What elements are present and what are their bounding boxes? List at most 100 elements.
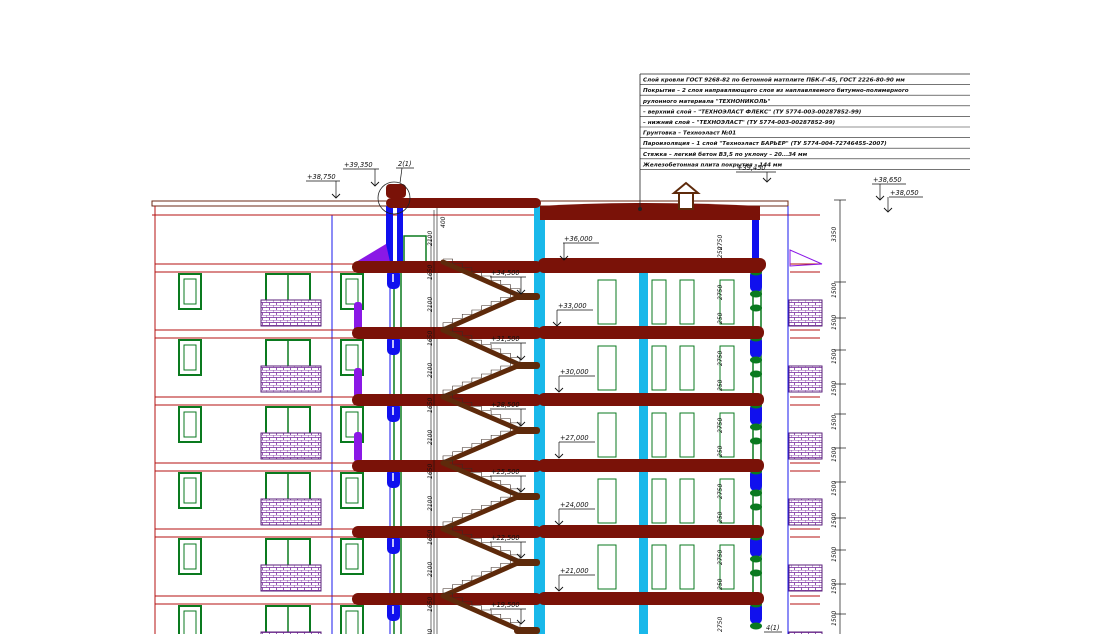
spec-table-line: Стяжка – легкий бетон В3,5 по уклону – 2… [643, 151, 808, 158]
elevation-mark-label: +33,000 [558, 302, 587, 310]
facade-window-left-inner [183, 477, 197, 504]
elevation-mark-arrow [516, 619, 526, 625]
interior-door [597, 412, 617, 458]
column-node-right [750, 469, 762, 491]
elevation-mark-arrow [883, 207, 893, 213]
interior-door [679, 544, 695, 590]
elevation-mark-arrow [516, 487, 526, 493]
right-balcony-railing [788, 631, 823, 634]
elevation-mark-arrow [516, 421, 526, 427]
stair-steps [443, 459, 521, 493]
dimension-label-right: 1500 [831, 547, 838, 562]
stair-flight [440, 327, 523, 368]
facade-window-right [340, 472, 364, 509]
elevation-mark-label: +30,000 [560, 368, 589, 376]
stair-steps [442, 426, 520, 460]
spec-table-line: Покрытие – 2 слоя направляющего слоя из … [643, 87, 909, 94]
annotations-layer: Слой кровли ГОСТ 9268-82 по бетонной мат… [306, 73, 970, 634]
balcony-railing [260, 432, 322, 460]
dimension-label-inner-slab: 250 [717, 312, 724, 324]
dimension-label-left-slab: 1650 [427, 597, 434, 612]
elevation-mark-arrow [875, 195, 885, 201]
right-balcony-railing [788, 299, 823, 327]
elevation-mark-label: +19,500 [491, 601, 520, 609]
dimension-label-left-slab: 1650 [427, 530, 434, 545]
column-beads-right [750, 569, 762, 577]
interior-door [651, 345, 667, 391]
facade-window-left [178, 472, 202, 509]
purple-fascia [354, 368, 362, 398]
dimension-label-inner-slab: 250 [717, 511, 724, 523]
dimension-label-right: 1500 [831, 447, 838, 462]
dimension-label-right: 1500 [831, 579, 838, 594]
floor-slab-top [538, 258, 766, 271]
elevation-mark-label: +38,750 [307, 173, 336, 181]
structure-layer [151, 181, 823, 634]
elevation-mark-arrow [554, 453, 564, 459]
column-beads-right [750, 555, 762, 563]
dimension-label-inner-clear: 2750 [717, 418, 724, 433]
facade-window-right-inner [345, 543, 359, 570]
roof-vent-cap [671, 181, 701, 194]
column-node-right [750, 336, 762, 358]
column-beads-right [750, 370, 762, 378]
dimension-label-left-slab: 1650 [427, 331, 434, 346]
dimension-label-inner-top: 2750 [717, 235, 724, 250]
interior-door [679, 478, 695, 524]
stair-steps [443, 525, 521, 559]
column-cyan-inner [639, 264, 648, 634]
elevation-mark-arrow [554, 387, 564, 393]
elevation-mark-label: +22,500 [491, 534, 520, 542]
column-node-right [750, 602, 762, 624]
interior-door [651, 412, 667, 458]
stair-flight [440, 427, 523, 466]
stair-steps [443, 326, 521, 362]
elevation-mark-label: +38,650 [873, 176, 902, 184]
balcony-railing [260, 631, 322, 634]
dimension-label-left-slab: 1650 [427, 265, 434, 280]
stair-flight [440, 493, 523, 532]
dimension-label-roof: 3350 [831, 227, 838, 242]
purple-fascia [354, 302, 362, 332]
balcony-railing [260, 498, 322, 526]
facade-window-left [178, 538, 202, 575]
dimension-label-inner-clear: 2750 [717, 351, 724, 366]
stair-flight [440, 559, 523, 599]
dimension-label-right: 1500 [831, 349, 838, 364]
interior-door [597, 345, 617, 391]
facade-window-right [340, 605, 364, 634]
column-blue-right-top [752, 206, 759, 262]
dimension-label-inner-slab: 250 [717, 445, 724, 457]
stair-steps [443, 258, 521, 293]
roof-vent-body [678, 192, 694, 210]
dimension-label-top-clear: 2100 [427, 231, 434, 246]
elevation-mark-arrow [331, 193, 341, 199]
facade-window-right-inner [345, 344, 359, 371]
stair-flight [440, 293, 523, 333]
elevation-mark-label: +27,000 [560, 434, 589, 442]
stair-steps [442, 558, 520, 593]
spec-table-line: Пароизоляция – 1 слой "Техноэласт БАРЬЕР… [643, 141, 887, 147]
node-callout-leader [399, 167, 403, 184]
column-beads-right [750, 489, 762, 497]
stair-steps [443, 592, 521, 627]
node-callout-label: 4(1) [766, 624, 780, 632]
interior-door [597, 279, 617, 325]
dimension-label-left-clear: 2100 [427, 297, 434, 312]
elevation-mark-label: +39,450 [737, 164, 766, 172]
elevation-mark-arrow [552, 321, 562, 327]
column-beads-right [750, 437, 762, 445]
elevation-mark-label: +36,000 [564, 235, 593, 243]
facade-window-right [340, 339, 364, 376]
facade-window-left-inner [183, 543, 197, 570]
facade-window-right-inner [345, 477, 359, 504]
interior-door [719, 478, 735, 524]
node-callout-label: 2(1) [398, 160, 412, 168]
elevation-mark-arrow [559, 255, 569, 261]
elevation-mark-arrow [554, 586, 564, 592]
facade-window-right-inner [345, 411, 359, 438]
interior-door [719, 345, 735, 391]
dimension-label-left-clear: 2100 [427, 562, 434, 577]
stair-steps [443, 393, 521, 427]
column-beads-right [750, 356, 762, 364]
